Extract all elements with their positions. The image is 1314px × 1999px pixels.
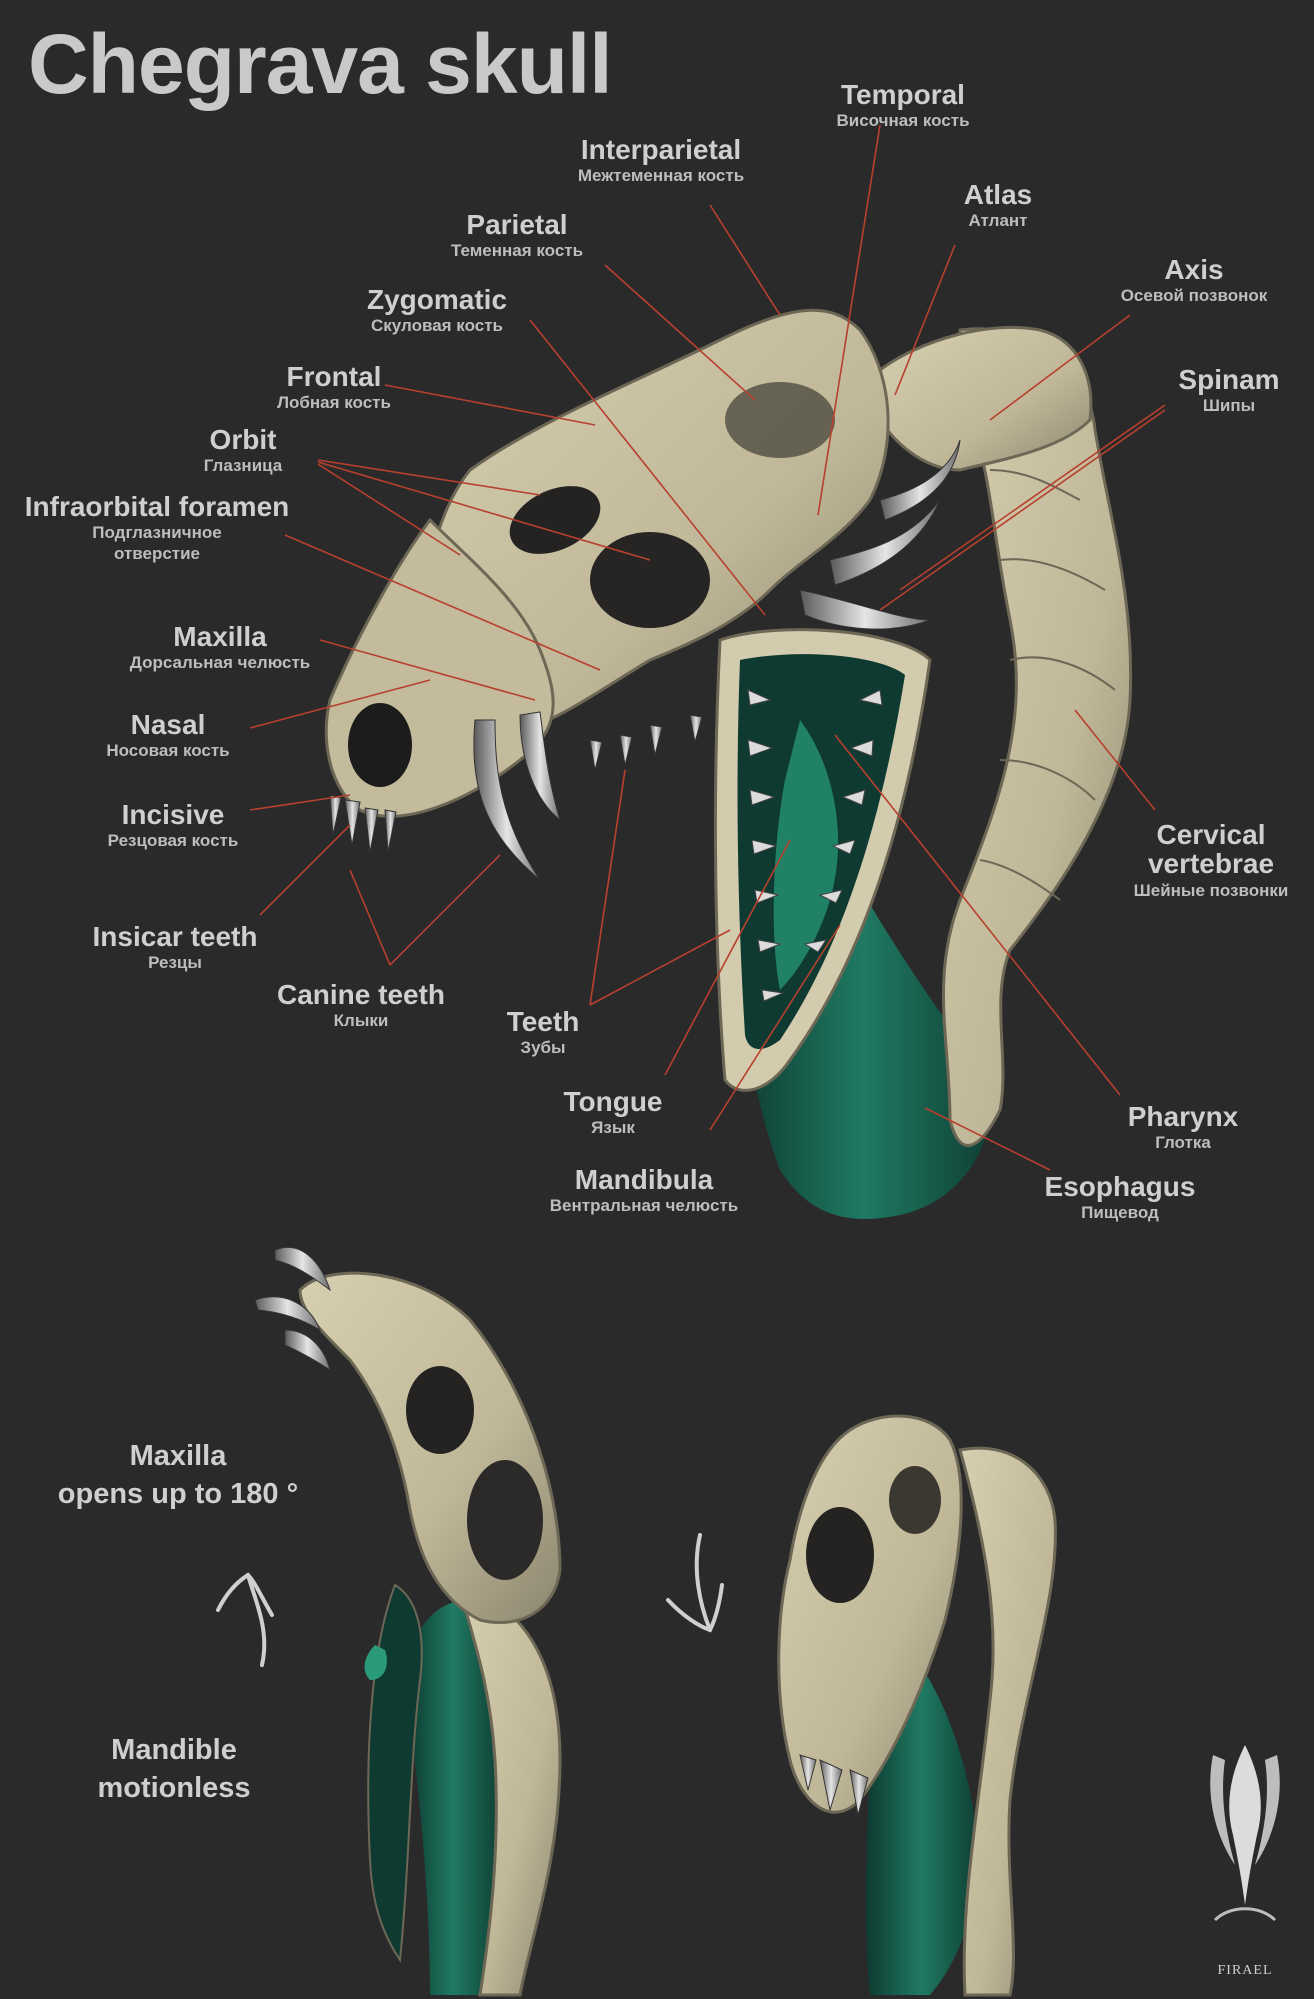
label-maxilla: Maxilla Дорсальная челюсть <box>129 621 311 673</box>
skull-hollow <box>725 382 835 458</box>
label-axis: Axis Осевой позвонок <box>1120 254 1268 306</box>
label-interparietal: Interparietal Межтеменная кость <box>577 134 745 186</box>
logo-text: FIRAEL <box>1217 1963 1273 1978</box>
label-canine-teeth: Canine teeth Клыки <box>276 979 446 1031</box>
label-teeth: Teeth Зубы <box>506 1006 580 1058</box>
label-incisive: Incisive Резцовая кость <box>107 799 239 851</box>
label-atlas: Atlas Атлант <box>963 179 1033 231</box>
cervical-vertebrae-shape <box>941 327 1133 1147</box>
tongue-shape <box>773 720 839 990</box>
label-insicar-teeth: Insicar teeth Резцы <box>92 921 258 973</box>
label-mandibula: Mandibula Вентральная челюсть <box>549 1164 739 1216</box>
upper-teeth <box>329 711 703 881</box>
page-title: Chegrava skull <box>28 17 613 111</box>
nasal-cavity <box>348 703 412 787</box>
label-temporal: Temporal Височная кость <box>836 79 970 131</box>
label-pharynx: Pharynx Глотка <box>1127 1101 1239 1153</box>
leader-lines <box>249 124 1166 1171</box>
label-parietal: Parietal Теменная кость <box>450 209 584 261</box>
skull-closed <box>777 1414 1057 1997</box>
down-arrow-icon <box>666 1533 724 1633</box>
lower-teeth <box>747 689 883 1002</box>
label-infraorbital: Infraorbital foramen Подглазничное отвер… <box>24 491 290 564</box>
firael-logo: FIRAEL <box>1195 1735 1295 1985</box>
label-frontal: Frontal Лобная кость <box>277 361 391 413</box>
note-maxilla-opens: Maxilla opens up to 180 ° <box>57 1440 299 1510</box>
atlas-axis-shape <box>878 325 1093 472</box>
up-arrow-icon <box>216 1572 274 1667</box>
temporal-fossa <box>590 532 710 628</box>
label-nasal: Nasal Носовая кость <box>106 709 230 761</box>
label-zygomatic: Zygomatic Скуловая кость <box>366 284 508 336</box>
label-tongue: Tongue Язык <box>563 1086 663 1138</box>
logo-emblem-icon <box>1210 1745 1280 1922</box>
main-skull <box>324 308 1133 1219</box>
skull-maxilla-open <box>254 1246 562 1997</box>
label-spinam: Spinam Шипы <box>1178 364 1280 416</box>
label-orbit: Orbit Глазница <box>203 424 283 476</box>
label-esophagus: Esophagus Пищевод <box>1044 1171 1196 1223</box>
note-mandible-motionless: Mandible motionless <box>97 1734 251 1804</box>
orbit-hole <box>509 486 601 554</box>
label-cervical-vertebrae: Cervical vertebrae Шейные позвонки <box>1133 819 1289 900</box>
spinam-spikes <box>799 439 961 630</box>
